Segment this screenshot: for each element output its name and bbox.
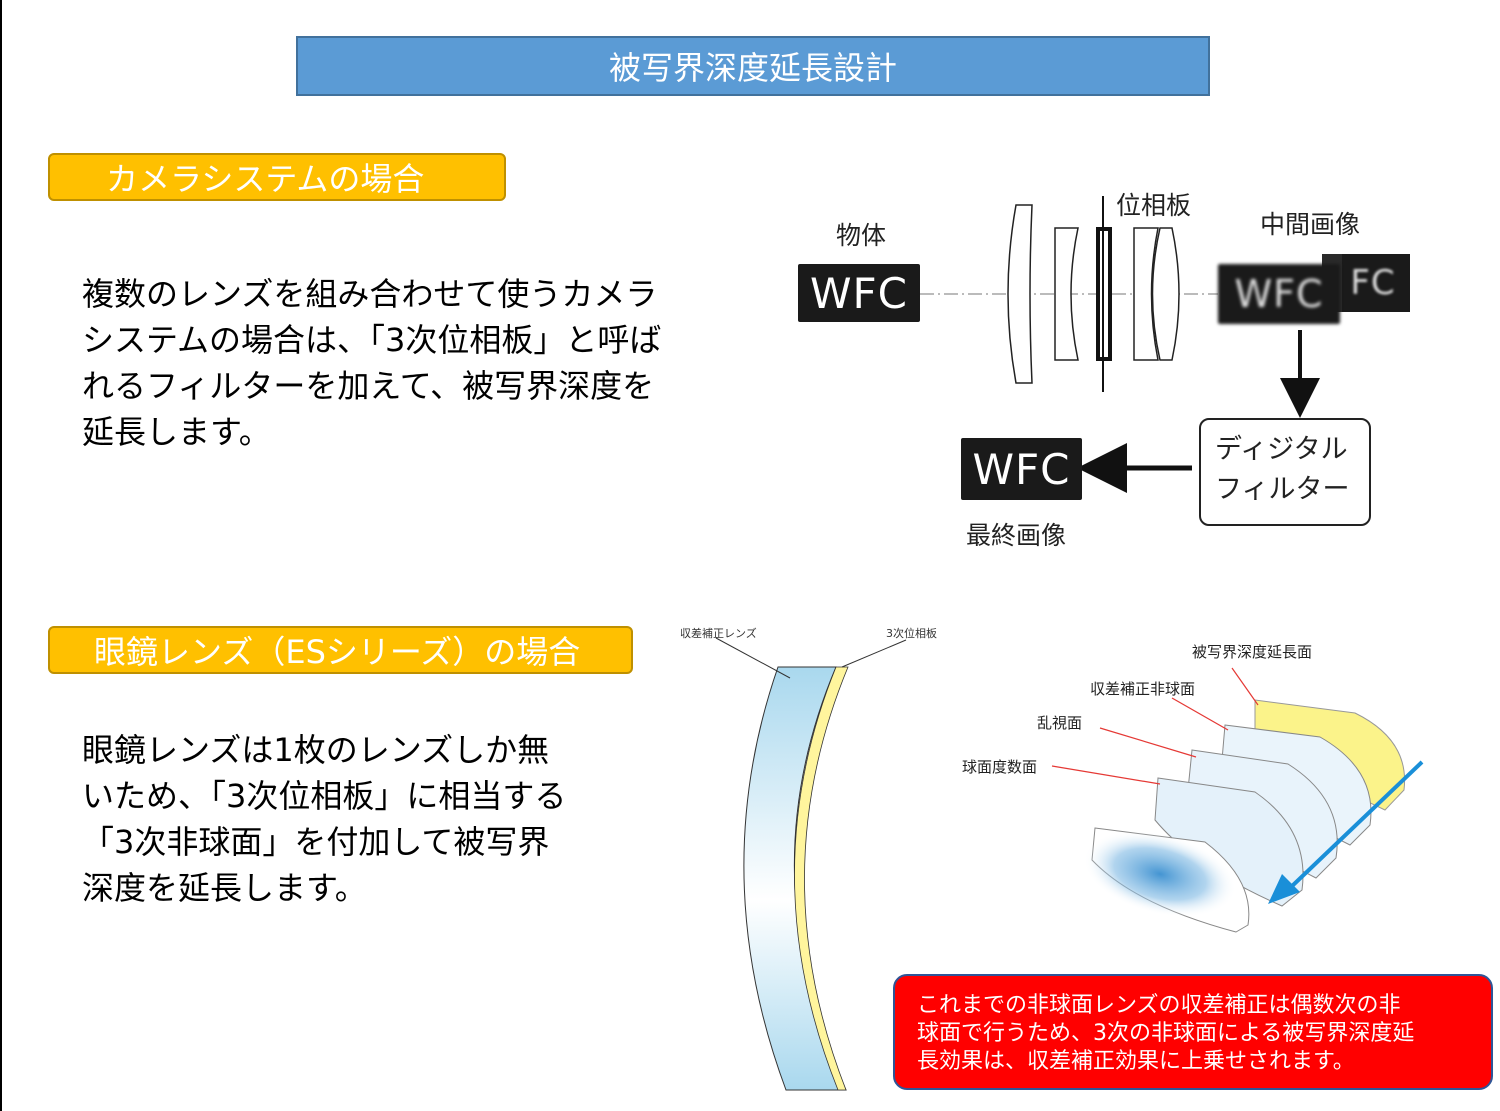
leader-dof [1231,667,1259,706]
body-line: システムの場合は、「3次位相板」と呼ば [82,321,662,359]
leader-astigmatism [1099,727,1197,758]
leader-spherical [1051,765,1161,785]
leader-aberration [1171,697,1229,731]
body-line: 延長します。 [82,413,271,451]
intermediate-wfc: WFC [1218,264,1340,324]
left-edge-rule [0,0,2,1111]
note-line: 長効果は、収差補正効果に上乗せされます。 [917,1049,1355,1074]
blue-arrow-head [1268,874,1300,904]
lens-leader-line [715,637,791,679]
lens-element [1133,227,1159,361]
lens-element [1054,227,1079,361]
body-line: 「3次非球面」を付加して被写界 [82,823,550,861]
camera-section-body: 複数のレンズを組み合わせて使うカメラ システムの場合は、「3次位相板」と呼ば れ… [82,271,661,455]
body-line: れるフィルターを加えて、被写界深度を [82,367,655,405]
camera-section-heading: カメラシステムの場合 [48,153,506,201]
filter-line: ディジタル [1215,434,1348,465]
note-callout: これまでの非球面レンズの収差補正は偶数次の非 球面で行うため、3次の非球面による… [893,974,1493,1090]
eyeglass-section-heading: 眼鏡レンズ（ESシリーズ）の場合 [48,626,633,674]
body-line: 複数のレンズを組み合わせて使うカメラ [82,275,658,313]
blue-arrow-shaft [1288,760,1424,890]
note-line: 球面で行うため、3次の非球面による被写界深度延 [917,1021,1415,1046]
lens-label: 収差補正レンズ [680,627,757,640]
intermediate-image-label: 中間画像 [1260,210,1361,239]
note-line: これまでの非球面レンズの収差補正は偶数次の非 [917,993,1401,1018]
filter-line: フィルター [1215,474,1350,505]
dof-surface-label: 被写界深度延長面 [1192,643,1313,661]
body-line: 眼鏡レンズは1枚のレンズしか無 [82,731,550,769]
intermediate-fc: FC [1350,263,1396,303]
phase-plate-layer [794,666,849,1091]
final-wfc: WFC [961,438,1082,500]
astigmatism-surface-label: 乱視面 [1037,714,1083,732]
lens-element [1151,227,1180,361]
object-label: 物体 [836,221,887,250]
phase-plate-label: 位相板 [1116,191,1192,220]
plate-leader-line [841,639,907,668]
blur-spot [1083,830,1237,918]
body-line: 深度を延長します。 [82,869,367,907]
body-line: いため、「3次位相板」に相当する [82,777,567,815]
plate-label: 3次位相板 [886,627,937,640]
eyeglass-section-body: 眼鏡レンズは1枚のレンズしか無 いため、「3次位相板」に相当する 「3次非球面」… [82,727,566,911]
page-title: 被写界深度延長設計 [296,36,1210,96]
final-image-label: 最終画像 [966,521,1067,550]
digital-filter-box: ディジタル フィルター [1199,418,1371,526]
aberration-surface-label: 収差補正非球面 [1090,680,1196,698]
lens-element [1007,204,1033,384]
object-wfc: WFC [798,264,920,322]
spherical-surface-label: 球面度数面 [962,758,1038,776]
